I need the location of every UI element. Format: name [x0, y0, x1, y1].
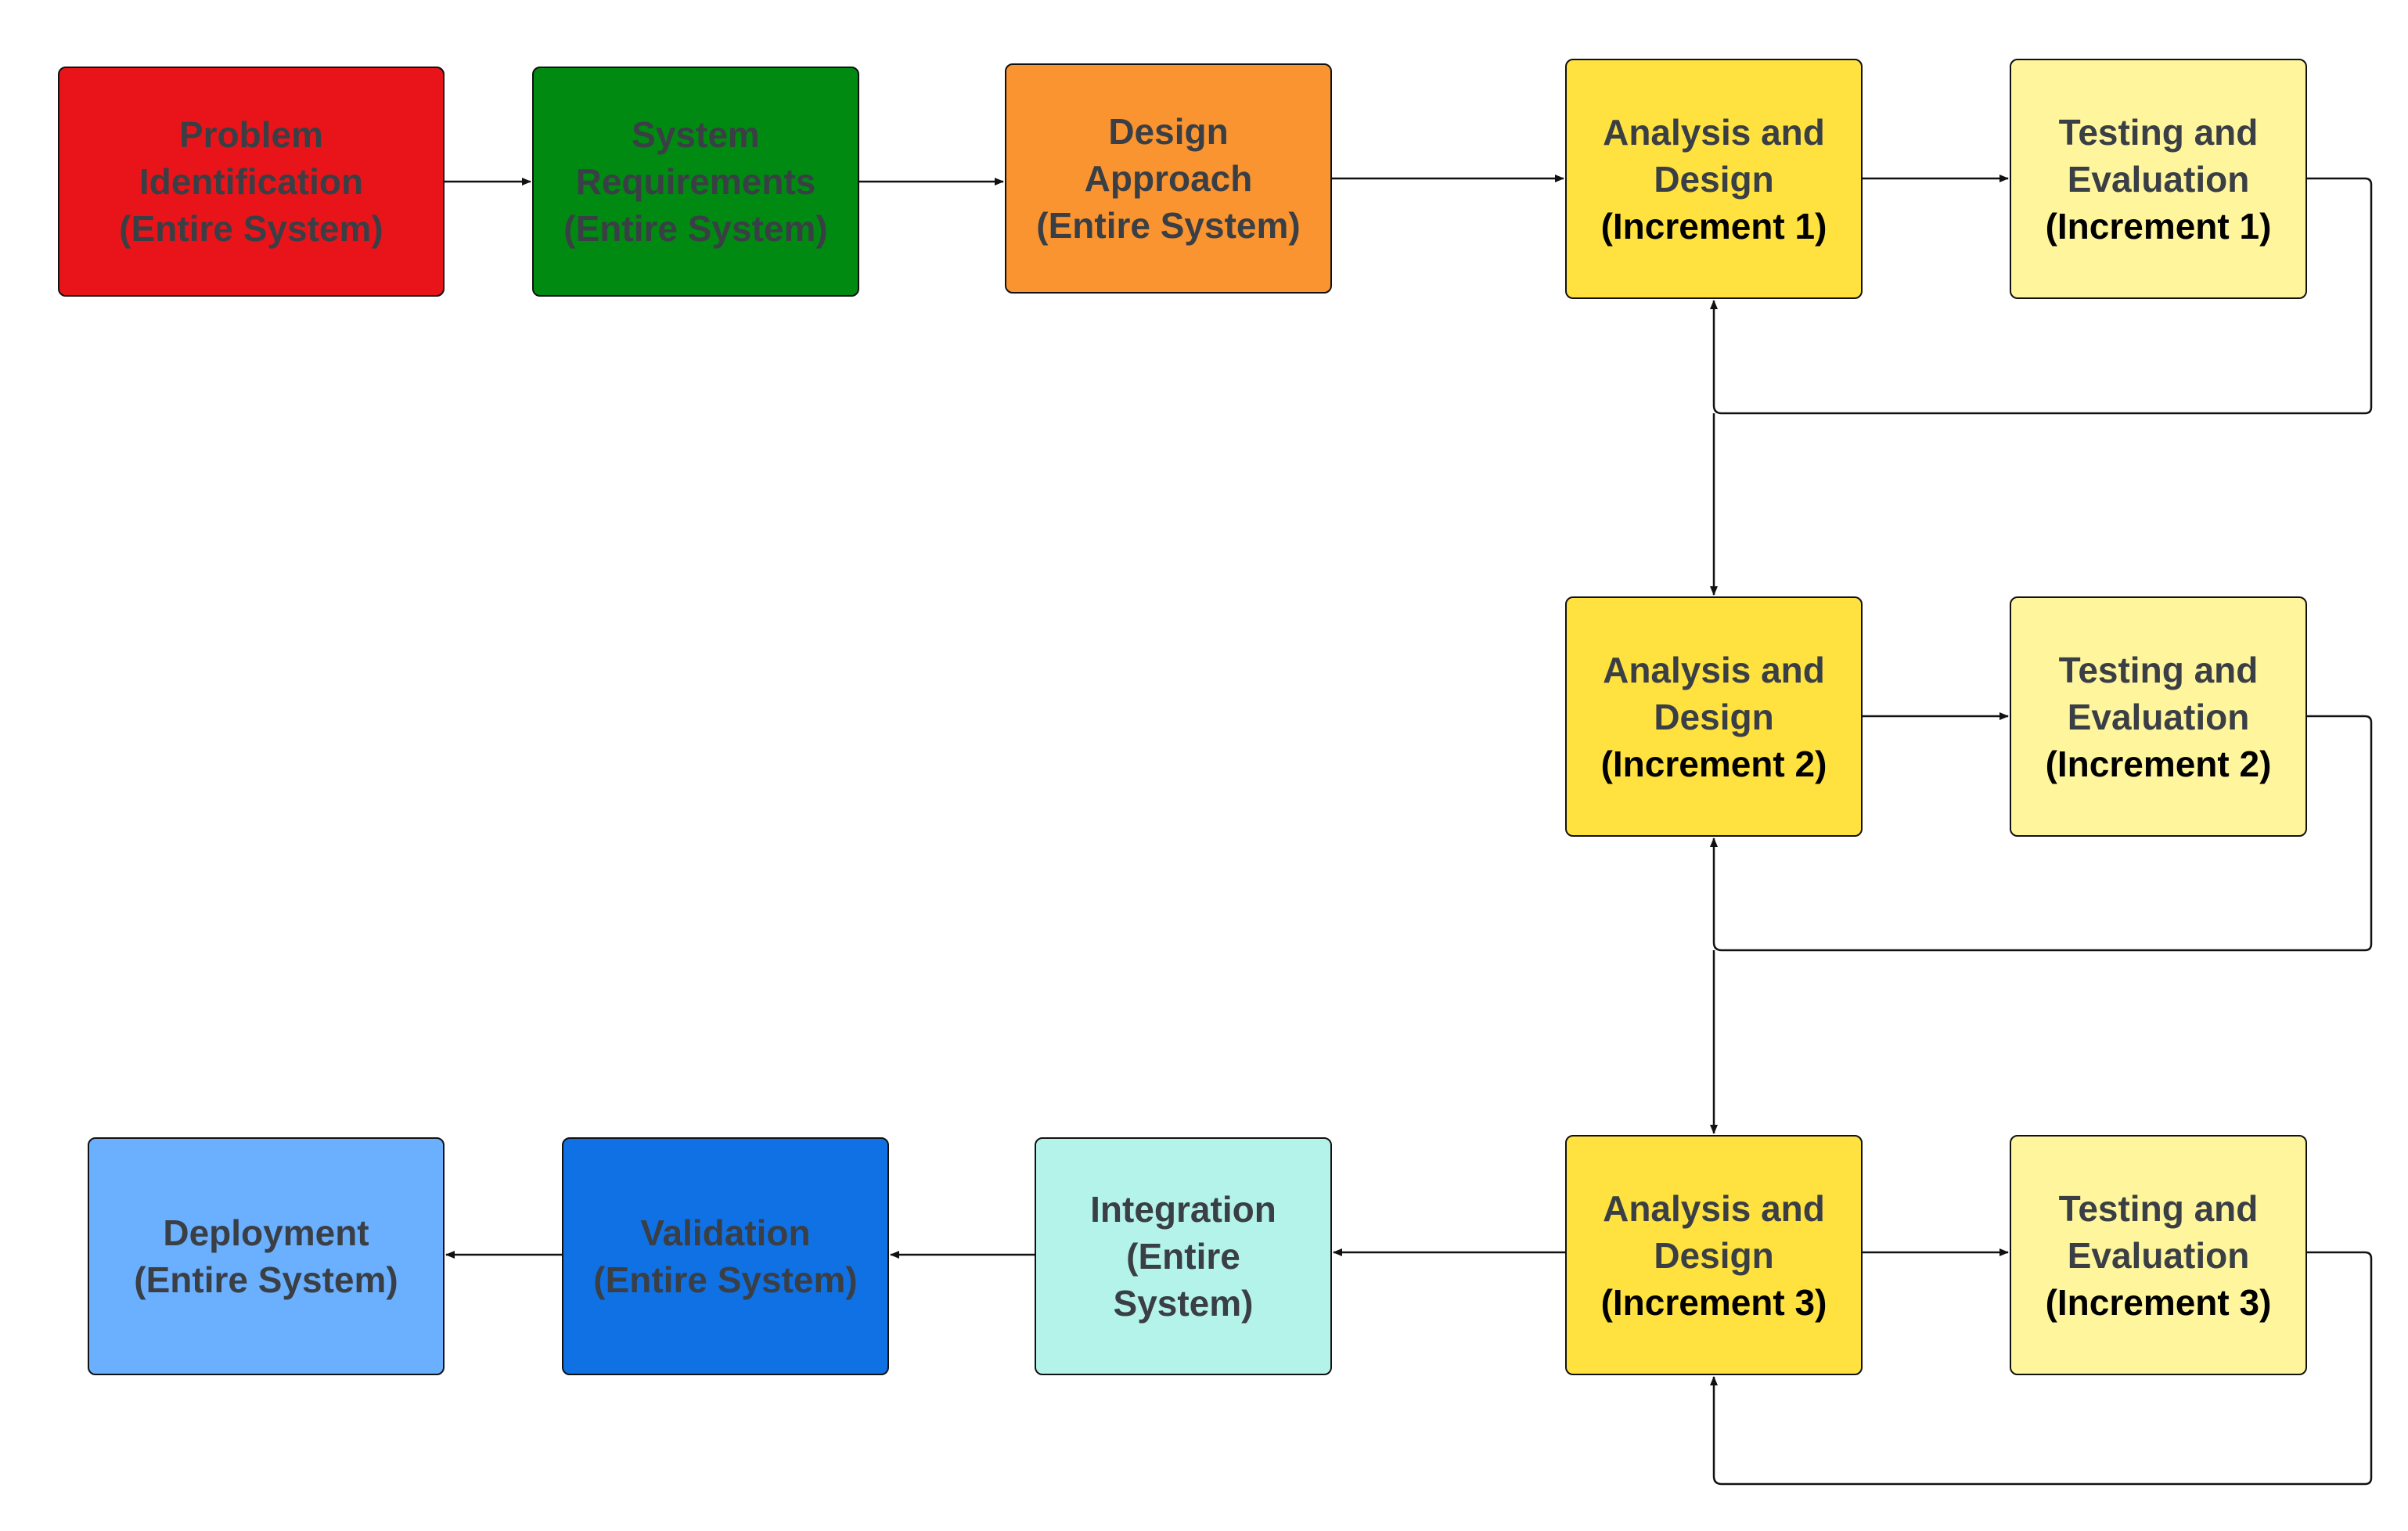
node-label: Testing and: [2058, 649, 2259, 690]
node-integration[interactable]: Integration (Entire System): [1035, 1137, 1332, 1375]
node-analysis-design-increment-1[interactable]: Analysis and Design (Increment 1): [1565, 59, 1863, 299]
node-analysis-design-increment-2[interactable]: Analysis and Design (Increment 2): [1565, 596, 1863, 837]
node-label: Analysis and: [1603, 111, 1825, 153]
node-design-approach[interactable]: Design Approach (Entire System): [1005, 63, 1332, 294]
node-label: Evaluation: [2067, 696, 2250, 737]
node-label: (Entire System): [119, 208, 383, 249]
node-label: Identification: [139, 161, 364, 202]
node-deployment[interactable]: Deployment (Entire System): [88, 1137, 445, 1375]
node-label: Analysis and: [1603, 649, 1825, 690]
node-label: (Entire System): [593, 1259, 858, 1300]
node-label: (Entire System): [563, 208, 828, 249]
edge-testing-evaluation-2-loop-to-analysis-design-2: [1710, 715, 2373, 952]
node-label: (Entire: [1126, 1236, 1240, 1277]
node-label: (Increment 1): [2045, 205, 2272, 247]
node-label: Approach: [1084, 158, 1253, 199]
node-label: Design: [1108, 111, 1229, 152]
node-system-requirements[interactable]: System Requirements (Entire System): [532, 67, 859, 297]
node-label: (Increment 2): [2045, 743, 2272, 784]
node-label: (Entire System): [1036, 205, 1301, 246]
node-validation[interactable]: Validation (Entire System): [562, 1137, 889, 1375]
node-testing-evaluation-increment-2[interactable]: Testing and Evaluation (Increment 2): [2010, 596, 2307, 837]
node-label: Integration: [1090, 1189, 1276, 1230]
node-label: (Increment 3): [1600, 1281, 1827, 1323]
node-label: System): [1113, 1283, 1254, 1324]
node-label: Validation: [640, 1212, 811, 1253]
node-label: (Increment 3): [2045, 1281, 2272, 1323]
node-testing-evaluation-increment-1[interactable]: Testing and Evaluation (Increment 1): [2010, 59, 2307, 299]
node-label: Testing and: [2058, 111, 2259, 153]
node-problem-identification[interactable]: Problem Identification (Entire System): [58, 67, 445, 297]
node-label: (Increment 2): [1600, 743, 1827, 784]
node-label: Problem: [178, 114, 324, 155]
node-label: (Entire System): [134, 1259, 398, 1300]
node-label: (Increment 1): [1600, 205, 1827, 247]
node-label: Evaluation: [2067, 158, 2250, 200]
node-label: Testing and: [2058, 1187, 2259, 1229]
node-label: System: [632, 114, 760, 155]
node-label: Evaluation: [2067, 1234, 2250, 1276]
node-analysis-design-increment-3[interactable]: Analysis and Design (Increment 3): [1565, 1135, 1863, 1375]
node-label: Requirements: [575, 161, 816, 202]
node-label: Design: [1654, 1234, 1774, 1276]
node-testing-evaluation-increment-3[interactable]: Testing and Evaluation (Increment 3): [2010, 1135, 2307, 1375]
edge-testing-evaluation-3-loop-to-analysis-design-3: [1710, 1251, 2373, 1486]
edge-testing-evaluation-1-loop-to-analysis-design-1: [1710, 177, 2373, 415]
node-label: Design: [1654, 696, 1774, 737]
node-label: Design: [1654, 158, 1774, 200]
node-label: Analysis and: [1603, 1187, 1825, 1229]
node-label: Deployment: [163, 1212, 369, 1253]
